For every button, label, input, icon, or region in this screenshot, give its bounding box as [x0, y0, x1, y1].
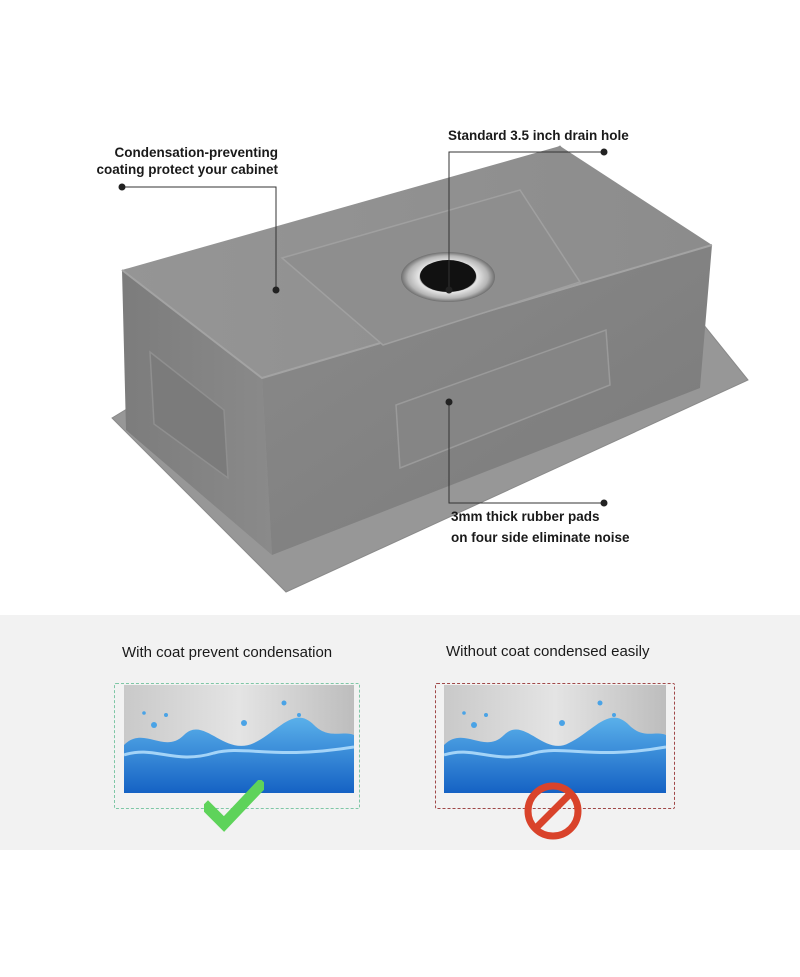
callout-coating-line2: coating protect your cabinet — [96, 162, 278, 177]
without-coat-title: Without coat condensed easily — [446, 643, 650, 660]
with-coat-title: With coat prevent condensation — [122, 644, 333, 661]
with-coat-water-image — [124, 685, 354, 793]
page-footer-space — [0, 850, 800, 977]
callout-pads: 3mm thick rubber pads on four side elimi… — [451, 508, 630, 546]
callout-drain: Standard 3.5 inch drain hole — [448, 127, 629, 144]
comparison-section: With coat prevent condensation Without c… — [0, 615, 800, 850]
sink-illustration — [111, 145, 749, 593]
callout-coating: Condensation-preventing coating protect … — [60, 144, 278, 178]
callout-pads-line2: on four side eliminate noise — [451, 530, 630, 545]
prohibited-icon — [524, 782, 582, 840]
callout-pads-line1: 3mm thick rubber pads — [451, 509, 600, 524]
callout-coating-line1: Condensation-preventing — [114, 145, 278, 160]
callout-drain-text: Standard 3.5 inch drain hole — [448, 128, 629, 143]
product-hero: Condensation-preventing coating protect … — [60, 127, 749, 593]
rubber-pad-side — [149, 350, 229, 480]
without-coat-water-image — [444, 685, 666, 793]
check-icon — [204, 780, 264, 832]
